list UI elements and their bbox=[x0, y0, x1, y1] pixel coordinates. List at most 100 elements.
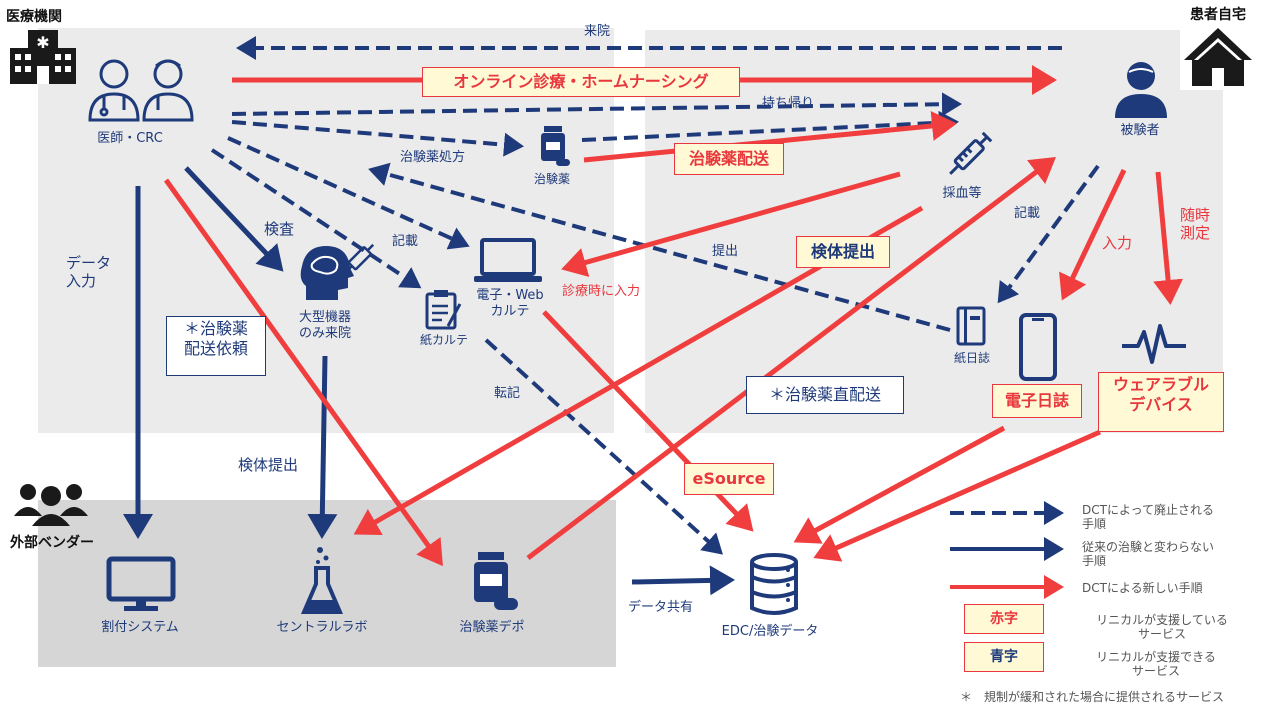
drug-prescription-label: 治験薬処方 bbox=[400, 150, 466, 165]
monitor-icon bbox=[106, 556, 176, 616]
subject-person-icon bbox=[1113, 58, 1169, 124]
delivery-request-line1: ＊治験薬 bbox=[183, 319, 248, 338]
legend-red-desc-line2: サービス bbox=[1137, 627, 1186, 642]
house-icon bbox=[1180, 24, 1256, 94]
arrow-ediary-to-edc bbox=[793, 425, 1006, 544]
delivery-request-note: ＊治験薬 配送依頼 bbox=[166, 316, 266, 376]
visit-label: 来院 bbox=[584, 24, 611, 39]
delivery-request-line2: 配送依頼 bbox=[183, 339, 248, 358]
flask-icon bbox=[300, 544, 344, 620]
input-at-visit-label: 診療時に入力 bbox=[562, 284, 641, 299]
legend-solid-red-text: DCTによる新しい手順 bbox=[1082, 581, 1203, 595]
doctor-nurse-icon bbox=[86, 54, 198, 128]
svg-text:✱: ✱ bbox=[36, 33, 49, 52]
syringe-icon bbox=[942, 126, 998, 186]
exam-label: 検査 bbox=[264, 220, 295, 238]
blood-draw-label: 採血等 bbox=[942, 186, 982, 201]
legend-red-text-key: 赤字 bbox=[964, 604, 1044, 634]
arrow-blood-to-ehr bbox=[561, 171, 901, 278]
subject-label: 被験者 bbox=[1120, 123, 1160, 138]
drug-depot-label: 治験薬デポ bbox=[459, 620, 525, 635]
direct-delivery-note: ＊治験薬直配送 bbox=[746, 376, 904, 414]
data-input-line2: 入力 bbox=[66, 272, 97, 290]
arrow-data-share bbox=[631, 565, 735, 596]
hospital-icon: ✱ bbox=[8, 26, 78, 90]
smartphone-icon bbox=[1018, 312, 1058, 386]
data-input-label: データ 入力 bbox=[66, 254, 111, 290]
arrow-specimen-to-lab bbox=[307, 355, 338, 539]
legend-dashed-text: DCTによって廃止される 手順 bbox=[1082, 503, 1214, 532]
arrow-doctor-to-depot bbox=[163, 178, 443, 567]
arrow-doctor-to-drug bbox=[231, 120, 524, 157]
laptop-icon bbox=[472, 238, 544, 288]
large-equipment-line1: 大型機器 bbox=[298, 310, 352, 325]
allocation-system-label: 割付システム bbox=[101, 620, 179, 635]
input-label: 入力 bbox=[1102, 234, 1133, 252]
large-equipment-label: 大型機器 のみ来院 bbox=[299, 310, 351, 341]
people-group-icon bbox=[12, 476, 92, 534]
specimen-submit-highlight: 検体提出 bbox=[796, 236, 890, 268]
patient-home-label: 患者自宅 bbox=[1190, 7, 1246, 23]
arrow-doctor-to-ehr bbox=[227, 136, 470, 250]
arrow-paperchart-to-edc bbox=[484, 338, 723, 555]
legend-dashed-line2: 手順 bbox=[1082, 517, 1107, 532]
drug-label: 治験薬 bbox=[533, 172, 571, 186]
clipboard-icon bbox=[424, 290, 462, 334]
central-lab-label: セントラルラボ bbox=[276, 620, 368, 635]
data-share-label: データ共有 bbox=[628, 600, 694, 615]
legend-solid-blue-line2: 手順 bbox=[1082, 554, 1107, 569]
legend-dashed-line1: DCTによって廃止される bbox=[1082, 503, 1214, 517]
legend-solid-blue-line1: 従来の治験と変わらない bbox=[1082, 540, 1215, 554]
footnote: ＊ 規制が緩和された場合に提供されるサービス bbox=[960, 690, 1225, 704]
external-vendor-label: 外部ベンダー bbox=[10, 535, 94, 551]
paper-diary-icon bbox=[956, 306, 988, 350]
transcribe-label: 転記 bbox=[494, 386, 521, 401]
record-paper-label: 記載 bbox=[392, 234, 419, 249]
legend-blue-text-desc: リニカルが支援できる サービス bbox=[1096, 650, 1216, 679]
database-icon bbox=[748, 552, 800, 622]
legend-blue-desc-line1: リニカルが支援できる bbox=[1096, 650, 1216, 664]
submit-label: 提出 bbox=[712, 244, 739, 259]
legend-blue-text-key: 青字 bbox=[964, 642, 1044, 672]
ehr-label: 電子・Web カルテ bbox=[476, 288, 543, 319]
record-diary-label: 記載 bbox=[1014, 206, 1041, 221]
head-brain-icon bbox=[296, 240, 386, 310]
paper-chart-label: 紙カルテ bbox=[419, 333, 469, 347]
paper-diary-label: 紙日誌 bbox=[953, 351, 991, 365]
arrow-subject-to-diary bbox=[997, 164, 1100, 304]
anytime-measure-label: 随時 測定 bbox=[1180, 206, 1210, 242]
anytime-line1: 随時 bbox=[1180, 206, 1211, 224]
legend-red-text-desc: リニカルが支援している サービス bbox=[1096, 613, 1228, 642]
arrow-depot-to-subject bbox=[526, 156, 1056, 560]
specimen-submit-label: 検体提出 bbox=[238, 456, 299, 474]
take-home-label: 持ち帰り bbox=[762, 96, 815, 111]
edc-label: EDC/治験データ bbox=[721, 624, 819, 639]
drug-delivery-highlight: 治験薬配送 bbox=[674, 143, 784, 175]
data-input-line1: データ bbox=[66, 254, 112, 272]
arrow-drug-delivery bbox=[583, 111, 957, 163]
doctor-crc-label: 医師・CRC bbox=[97, 131, 163, 146]
wearable-line2: デバイス bbox=[1129, 395, 1193, 414]
arrow-diary-submit bbox=[368, 162, 951, 332]
legend-red-desc-line1: リニカルが支援している bbox=[1096, 613, 1228, 627]
arrow-subject-to-ediary bbox=[1059, 168, 1127, 301]
e-diary-highlight: 電子日誌 bbox=[992, 384, 1082, 418]
legend-solid-blue-text: 従来の治験と変わらない 手順 bbox=[1082, 540, 1214, 569]
esource-highlight: eSource bbox=[684, 463, 774, 495]
ehr-line2: カルテ bbox=[490, 303, 530, 319]
ehr-line1: 電子・Web bbox=[476, 288, 544, 303]
arrow-take-home bbox=[231, 92, 962, 117]
depot-bottle-icon bbox=[470, 552, 520, 616]
arrow-ehr-to-edc bbox=[542, 310, 754, 532]
wearable-line1: ウェアラブル bbox=[1112, 375, 1209, 394]
pulse-wave-icon bbox=[1120, 322, 1190, 370]
large-equipment-line2: のみ来院 bbox=[298, 325, 352, 341]
medical-institution-label: 医療機関 bbox=[6, 9, 62, 25]
arrow-wearable-to-edc bbox=[813, 429, 1102, 562]
anytime-line2: 測定 bbox=[1180, 224, 1211, 242]
legend-blue-desc-line2: サービス bbox=[1131, 664, 1181, 679]
medicine-bottle-icon bbox=[538, 126, 570, 172]
arrow-subject-to-wearable bbox=[1153, 171, 1184, 305]
wearable-highlight: ウェアラブル デバイス bbox=[1098, 372, 1224, 432]
